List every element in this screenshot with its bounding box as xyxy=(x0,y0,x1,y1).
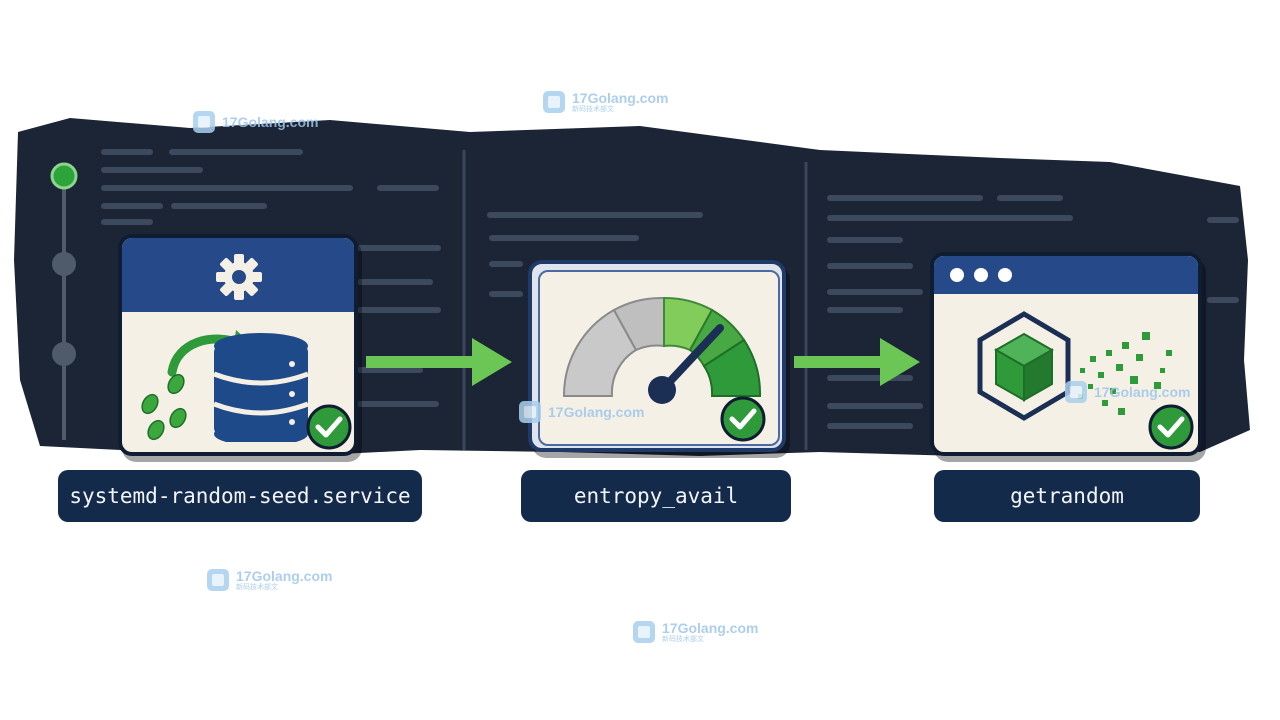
flow-arrow-2 xyxy=(794,338,920,386)
watermark-text: 17Golang.com xyxy=(662,620,759,636)
watermark-logo-icon xyxy=(633,621,655,643)
step-label-random-seed: systemd-random-seed.service xyxy=(58,470,422,522)
watermark-logo-icon xyxy=(519,401,541,423)
watermark-text: 17Golang.com xyxy=(572,90,669,106)
flow-arrow-1 xyxy=(366,338,512,386)
watermark-text: 17Golang.com xyxy=(548,404,645,420)
window-dot xyxy=(950,268,964,282)
watermark: 17Golang.com xyxy=(1064,380,1190,404)
watermark-logo-icon xyxy=(543,91,565,113)
check-icon xyxy=(306,404,352,450)
watermark-subtext: 新码技术部文 xyxy=(662,636,704,643)
watermark: 17Golang.com xyxy=(192,110,318,134)
entropy-gauge-card xyxy=(528,260,786,452)
window-dot xyxy=(998,268,1012,282)
getrandom-window-card xyxy=(930,252,1202,456)
watermark-text: 17Golang.com xyxy=(1094,384,1191,400)
step-label-getrandom: getrandom xyxy=(934,470,1200,522)
check-icon xyxy=(1148,404,1194,450)
window-titlebar xyxy=(934,256,1198,294)
watermark-logo-icon xyxy=(193,111,215,133)
gauge-icon xyxy=(562,296,762,404)
window-dot xyxy=(974,268,988,282)
watermark-logo-icon xyxy=(1065,381,1087,403)
watermark-text: 17Golang.com xyxy=(236,568,333,584)
random-seed-card xyxy=(118,234,358,456)
watermark: 17Golang.com xyxy=(518,400,644,424)
watermark-subtext: 新码技术部文 xyxy=(572,106,614,113)
watermark-text: 17Golang.com xyxy=(222,114,319,130)
watermark-logo-icon xyxy=(207,569,229,591)
gear-icon xyxy=(216,254,262,300)
cube-icon xyxy=(977,311,1172,421)
watermark-subtext: 新码技术部文 xyxy=(236,584,278,591)
step-label-entropy-avail: entropy_avail xyxy=(521,470,791,522)
database-seed-icon xyxy=(141,330,309,442)
check-icon xyxy=(720,396,766,442)
